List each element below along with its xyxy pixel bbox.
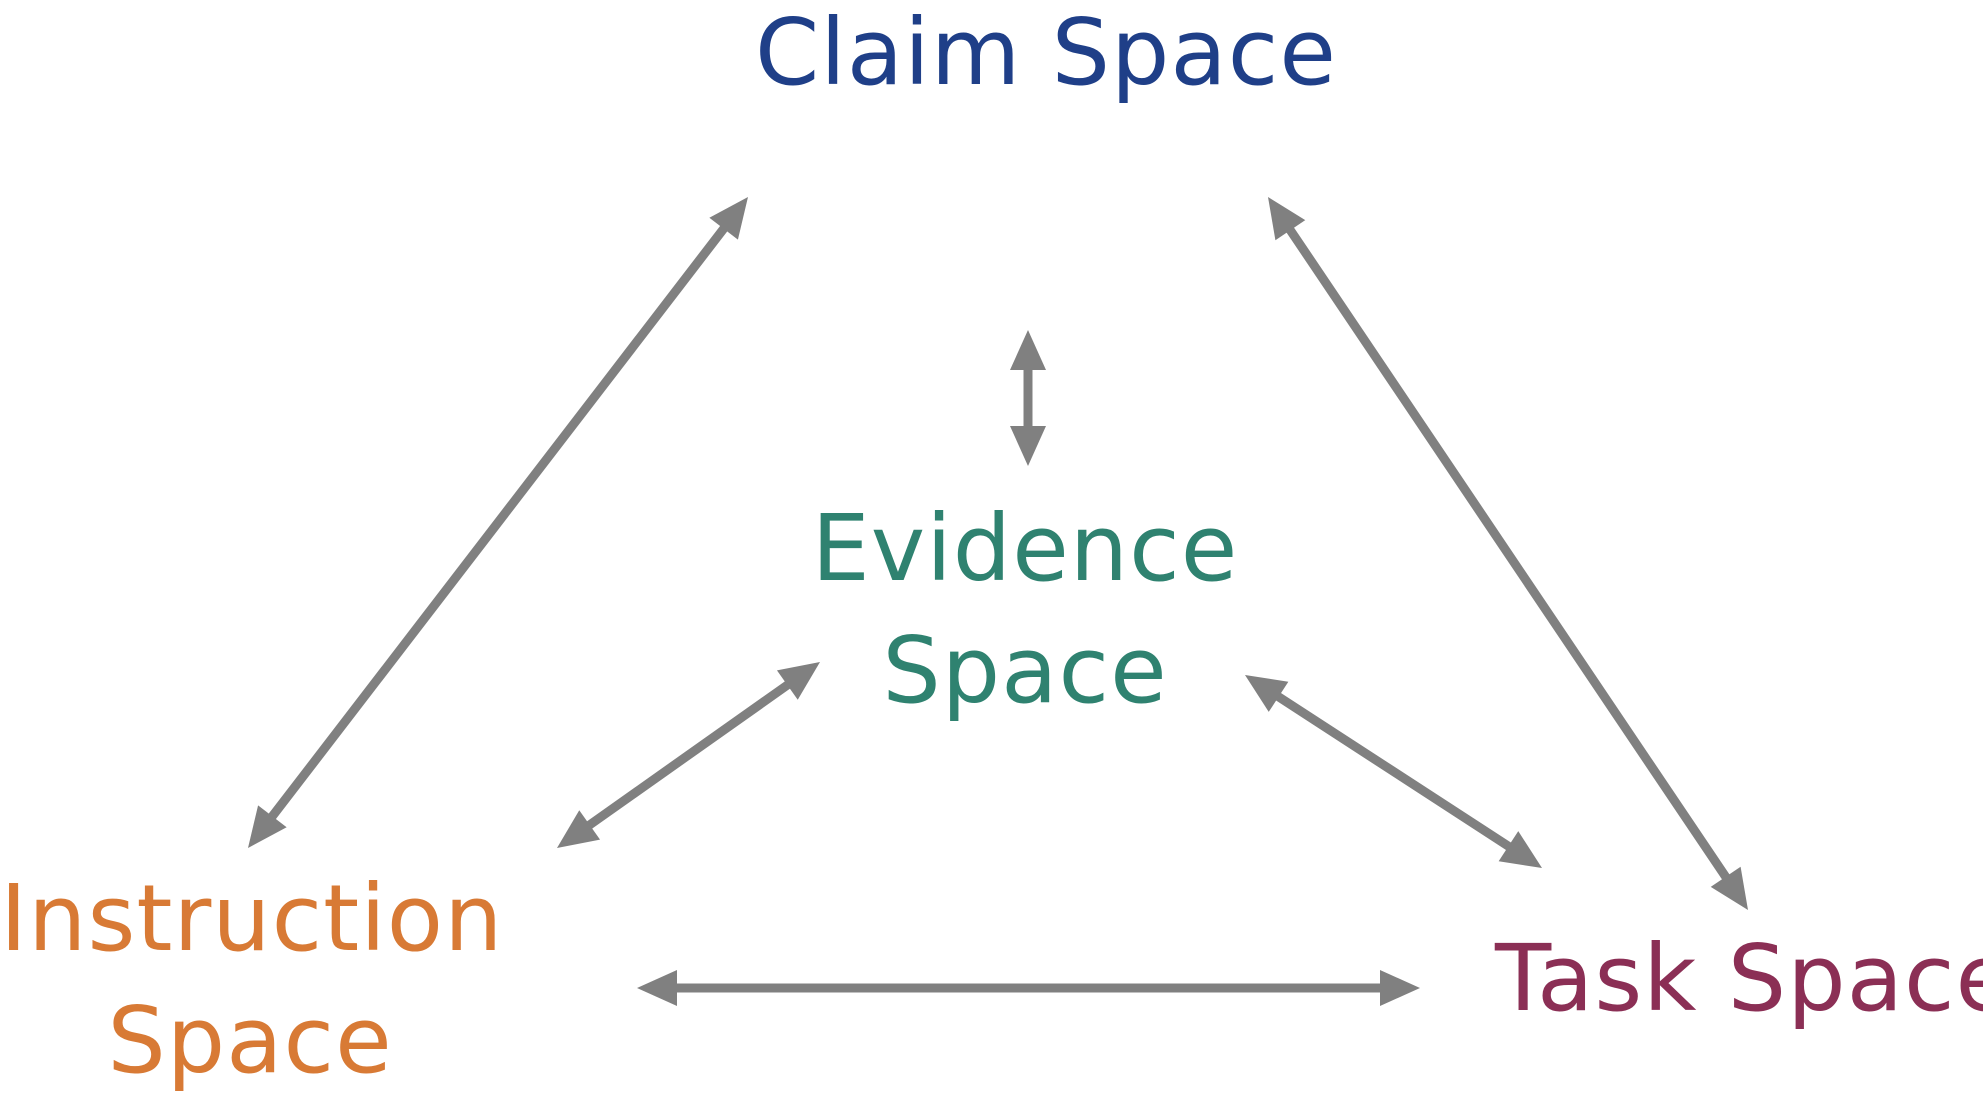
arrow-claim-instruction-shaft <box>265 221 731 824</box>
task-space-label: Task Space <box>1495 918 1983 1040</box>
arrow-evidence-instruction-shaft <box>582 677 795 833</box>
arrow-evidence-task-head-start <box>1245 675 1289 712</box>
arrow-evidence-task-shaft <box>1271 689 1516 854</box>
arrow-evidence-task-head-end <box>1498 831 1542 868</box>
claim-space-label: Claim Space <box>755 0 1337 114</box>
arrow-claim-instruction-head-end <box>248 805 287 848</box>
arrow-claim-task <box>1268 197 1748 910</box>
arrow-evidence-instruction-head-end <box>557 810 601 848</box>
arrow-claim-task-head-start <box>1268 197 1306 241</box>
arrow-instruction-task-head-end <box>1380 970 1420 1006</box>
arrow-claim-instruction <box>248 197 748 848</box>
arrow-claim-evidence-head-start <box>1010 330 1046 370</box>
arrow-evidence-instruction-head-start <box>776 662 820 700</box>
arrow-claim-evidence-head-end <box>1010 426 1046 466</box>
arrow-evidence-instruction <box>557 662 820 848</box>
arrow-instruction-task-head-start <box>637 970 677 1006</box>
arrow-claim-task-head-end <box>1710 866 1748 910</box>
instruction-space-line-1: Instruction <box>0 865 504 972</box>
arrow-claim-task-shaft <box>1283 222 1733 885</box>
arrow-claim-instruction-head-start <box>709 197 748 240</box>
arrow-claim-evidence <box>1010 330 1046 466</box>
arrow-evidence-task <box>1245 675 1542 868</box>
evidence-space-line-1: Evidence <box>811 495 1239 602</box>
instruction-space-line-2: Space <box>107 987 393 1094</box>
claim-space-line-1: Claim Space <box>755 0 1337 106</box>
evidence-space-line-2: Space <box>882 617 1168 724</box>
arrow-instruction-task <box>637 970 1420 1006</box>
evidence-space-label: Evidence Space <box>800 488 1250 732</box>
task-space-line-1: Task Space <box>1495 925 1983 1032</box>
instruction-space-label: Instruction Space <box>0 858 504 1102</box>
